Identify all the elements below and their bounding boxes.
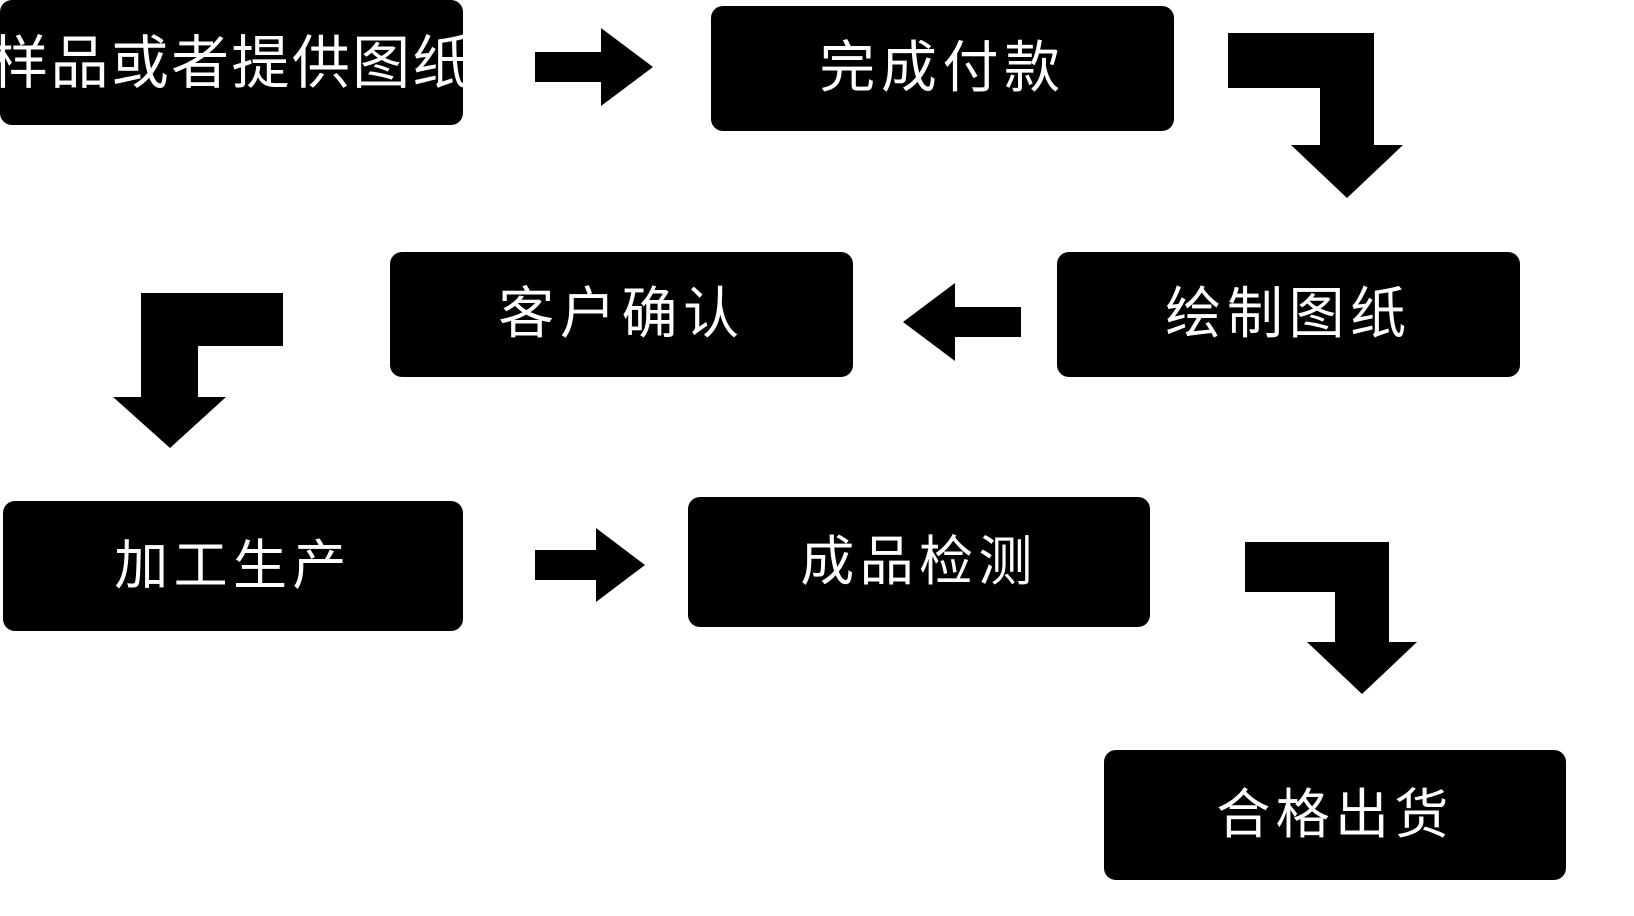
arrow-inspection-to-shipment-icon bbox=[1245, 542, 1417, 694]
node-production[interactable]: 加工生产 bbox=[3, 501, 463, 631]
node-draw-drawing[interactable]: 绘制图纸 bbox=[1057, 252, 1520, 377]
arrow-payment-to-drawing-icon bbox=[1228, 33, 1403, 198]
node-label-production: 加工生产 bbox=[114, 534, 352, 597]
node-customer-confirm[interactable]: 客户确认 bbox=[390, 252, 853, 377]
node-label-customer-confirm: 客户确认 bbox=[498, 281, 745, 347]
arrow-production-to-inspection-icon bbox=[535, 528, 645, 602]
node-label-qualified-shipment: 合格出货 bbox=[1216, 783, 1454, 846]
arrow-sample-to-payment-icon bbox=[535, 28, 653, 106]
node-final-inspection[interactable]: 成品检测 bbox=[688, 497, 1150, 627]
node-label-sample-or-drawing: 样品或者提供图纸 bbox=[0, 28, 473, 97]
arrow-drawing-to-confirm-icon bbox=[903, 283, 1021, 361]
node-complete-payment[interactable]: 完成付款 bbox=[711, 6, 1174, 131]
node-sample-or-drawing[interactable]: 样品或者提供图纸 bbox=[0, 0, 470, 125]
node-qualified-shipment[interactable]: 合格出货 bbox=[1104, 750, 1566, 880]
arrow-confirm-to-production-icon bbox=[113, 293, 283, 448]
node-label-complete-payment: 完成付款 bbox=[819, 35, 1066, 101]
node-label-final-inspection: 成品检测 bbox=[800, 530, 1038, 593]
node-label-draw-drawing: 绘制图纸 bbox=[1165, 281, 1412, 347]
